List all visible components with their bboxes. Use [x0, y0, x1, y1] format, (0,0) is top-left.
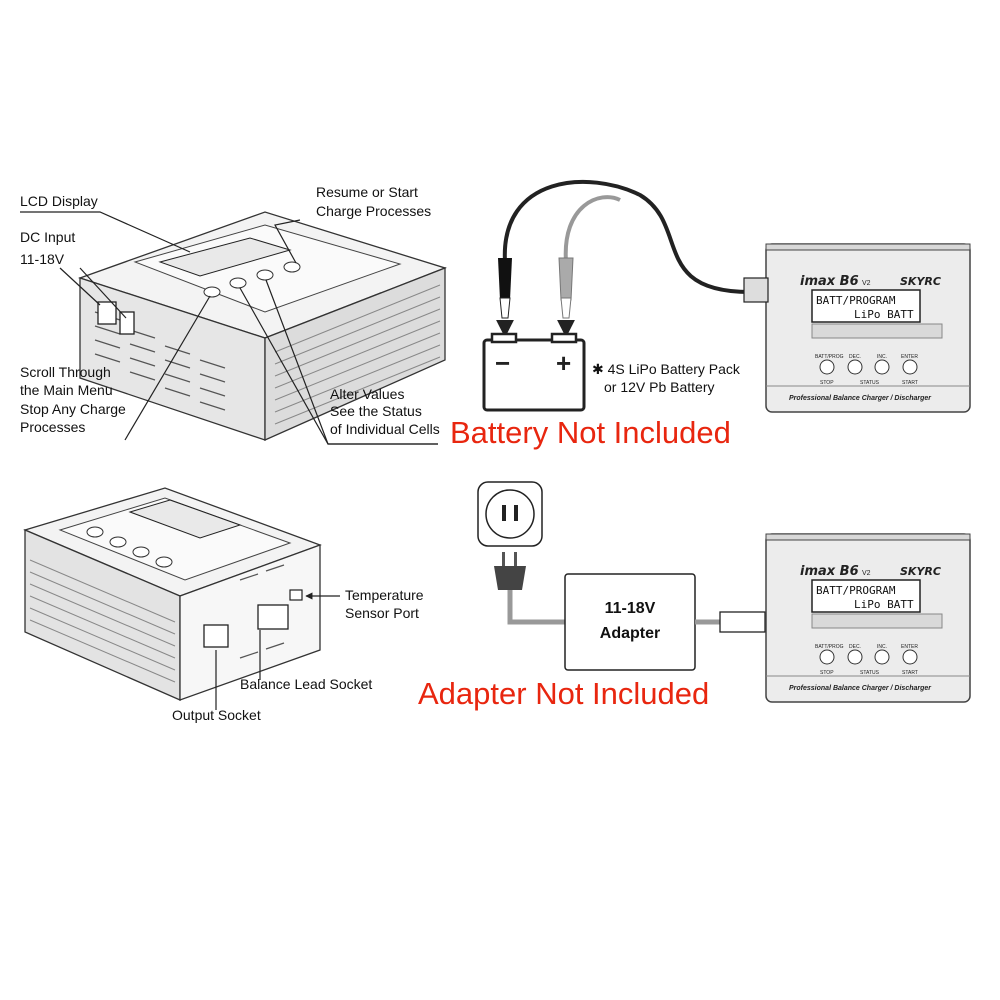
callout-resume-line2: Charge Processes — [316, 203, 431, 219]
device2-sub-stop: STOP — [820, 670, 834, 676]
callout-temperature-line2: Sensor Port — [345, 605, 419, 621]
device2-maker: SKYRC — [900, 565, 941, 578]
device1-version: V2 — [862, 280, 871, 287]
callout-scroll-line2: the Main Menu — [20, 382, 113, 398]
device1-sub-status: STATUS — [860, 380, 880, 386]
callout-scroll: Scroll Through — [20, 364, 111, 380]
callout-alter-line2: See the Status — [330, 403, 422, 419]
battery-leads — [496, 179, 751, 338]
battery-note-line1: ✱ 4S LiPo Battery Pack — [592, 361, 741, 377]
device2-tagline: Professional Balance Charger / Discharge… — [789, 685, 932, 692]
device1-btn-4: ENTER — [901, 354, 918, 360]
callout-alter: Alter Values — [330, 386, 404, 402]
device2-btn-3: INC. — [877, 644, 887, 650]
device2-brand: imax B6 — [800, 564, 859, 579]
wall-outlet-icon — [477, 481, 543, 547]
battery-minus-sign: − — [495, 348, 510, 378]
device2-btn-1: BATT/PROG — [815, 644, 844, 650]
device2-sub-status: STATUS — [860, 670, 880, 676]
device1-btn-2: DEC. — [849, 354, 861, 360]
callout-output-socket: Output Socket — [172, 707, 261, 723]
callout-lcd-display: LCD Display — [20, 193, 98, 209]
callout-alter-line3: of Individual Cells — [330, 421, 440, 437]
callout-resume: Resume or Start — [316, 184, 418, 200]
leader-lines-bottom — [215, 592, 340, 710]
device1-btn-3: INC. — [877, 354, 887, 360]
plug-icon — [494, 552, 565, 625]
device2-lcd-line1: BATT/PROGRAM — [816, 584, 896, 597]
callout-dc-input: DC Input — [20, 229, 75, 245]
adapter-voltage: 11-18V — [605, 600, 656, 617]
callout-temperature: Temperature — [345, 587, 424, 603]
device2-sub-start: START — [902, 670, 918, 676]
battery-plus-sign: + — [556, 348, 571, 378]
callout-scroll-line3: Stop Any Charge — [20, 401, 126, 417]
device2-btn-4: ENTER — [901, 644, 918, 650]
adapter-label: Adapter — [600, 625, 660, 642]
charger-bottom-rear — [23, 487, 322, 701]
callout-balance-socket: Balance Lead Socket — [240, 676, 372, 692]
device1-sub-start: START — [902, 380, 918, 386]
device2-btn-2: DEC. — [849, 644, 861, 650]
device1-brand: imax B6 — [800, 274, 859, 289]
device1-maker: SKYRC — [900, 275, 941, 288]
device1-lcd-line1: BATT/PROGRAM — [816, 294, 896, 307]
device1-tagline: Professional Balance Charger / Discharge… — [789, 395, 932, 402]
device2-lcd-line2: LiPo BATT — [854, 598, 914, 611]
charger-front-panel-top — [743, 243, 971, 413]
device1-sub-stop: STOP — [820, 380, 834, 386]
adapter-box — [564, 573, 696, 671]
adapter-plug — [719, 611, 766, 633]
battery-icon — [482, 332, 586, 412]
device2-version: V2 — [862, 570, 871, 577]
adapter-not-included: Adapter Not Included — [418, 676, 709, 711]
callout-dc-input-voltage: 11-18V — [20, 251, 65, 267]
battery-not-included: Battery Not Included — [450, 415, 731, 450]
leader-lines-top — [20, 211, 438, 445]
charger-front-panel-bottom — [765, 533, 971, 703]
device1-lcd-line2: LiPo BATT — [854, 308, 914, 321]
device1-btn-1: BATT/PROG — [815, 354, 844, 360]
battery-note-line2: or 12V Pb Battery — [604, 379, 715, 395]
callout-scroll-line4: Processes — [20, 419, 85, 435]
